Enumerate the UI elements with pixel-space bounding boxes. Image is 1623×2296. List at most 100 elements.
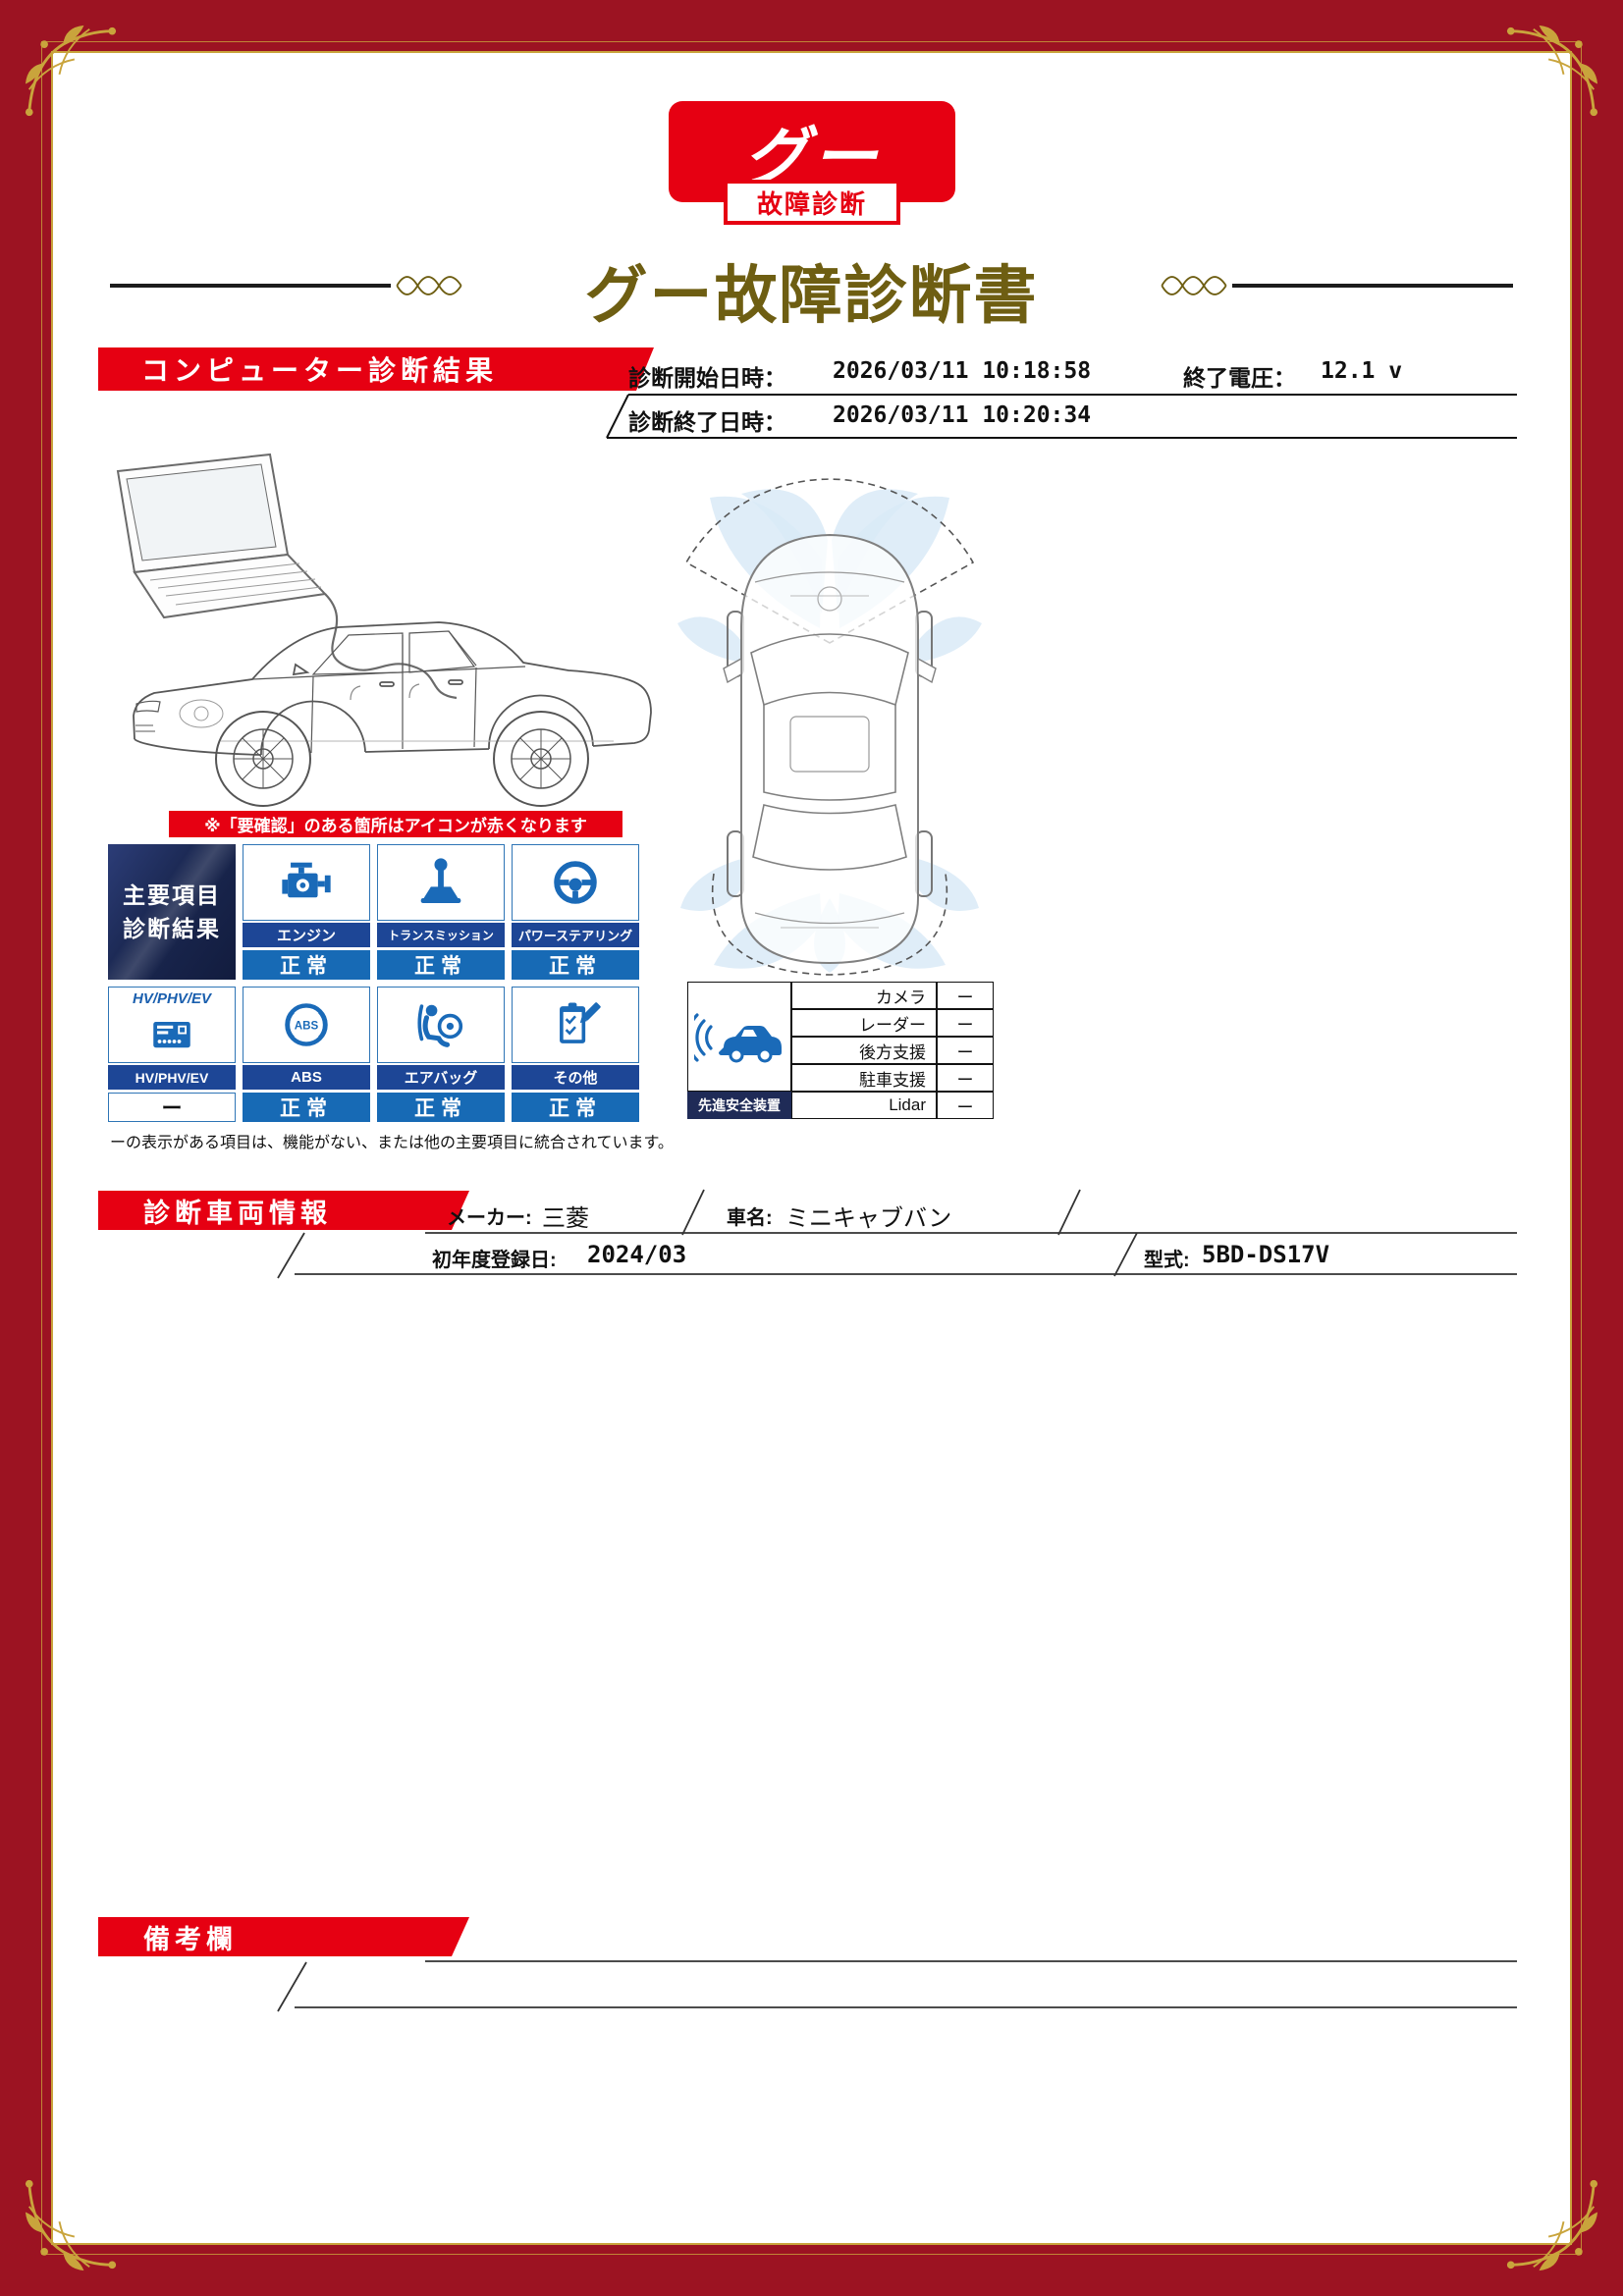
start-datetime-value: 2026/03/11 10:18:58	[833, 358, 1092, 384]
car-topview-sensor-illustration	[677, 478, 982, 976]
red-warning-note: ※「要確認」のある箇所はアイコンが赤くなります	[169, 811, 622, 837]
transmission-status: 正常	[377, 950, 505, 980]
result-cell-engine: エンジン 正常	[243, 844, 370, 980]
corner-ornament	[1505, 24, 1599, 118]
hv-phv-ev-status: ー	[108, 1093, 236, 1122]
title-flourish-right	[1160, 272, 1228, 299]
hv-phv-ev-icon	[153, 1022, 190, 1048]
transmission-icon	[420, 858, 461, 904]
other-icon	[560, 1002, 601, 1043]
results-footnote: ーの表示がある項目は、機能がない、または他の主要項目に統合されています。	[110, 1135, 674, 1151]
end-voltage-label: 終了電圧：	[1183, 365, 1296, 391]
vehicle-info-banner-label: 診断車両情報	[143, 1198, 332, 1228]
power-steering-icon-box	[512, 844, 639, 921]
hv-phv-ev-title: HV/PHV/EV	[132, 990, 212, 1007]
power-steering-status: 正常	[512, 950, 639, 980]
computer-diagnosis-banner: コンピューター診断結果	[98, 347, 654, 391]
page-title: グー故障診断書	[584, 260, 1039, 331]
svg-text:ABS: ABS	[295, 1019, 319, 1032]
airbag-status: 正常	[377, 1093, 505, 1122]
title-flourish-left	[395, 272, 463, 299]
safety-icon-cell	[687, 982, 791, 1092]
power-steering-label: パワーステアリング	[512, 923, 639, 947]
other-label: その他	[512, 1065, 639, 1090]
first-registration-label: 初年度登録日:	[432, 1250, 557, 1271]
laptop-illustration	[116, 453, 328, 619]
engine-label: エンジン	[243, 923, 370, 947]
red-warning-note-text: ※「要確認」のある箇所はアイコンが赤くなります	[204, 817, 587, 835]
engine-icon	[282, 862, 331, 898]
safety-row-lidar-value: ー	[937, 1092, 994, 1119]
result-cell-other: その他 正常	[512, 987, 639, 1122]
safety-row-camera-value: ー	[937, 982, 994, 1009]
computer-diagnosis-banner-label: コンピューター診断結果	[141, 355, 499, 386]
end-voltage-value: 12.1 v	[1321, 358, 1403, 384]
safety-row-radar-name: レーダー	[791, 1009, 937, 1037]
rear-sensor-outline	[711, 873, 948, 976]
other-status: 正常	[512, 1093, 639, 1122]
abs-icon: ABS	[285, 1003, 328, 1046]
safety-row-rear-support-name: 後方支援	[791, 1037, 937, 1064]
corner-ornament	[24, 2178, 118, 2272]
abs-status: 正常	[243, 1093, 370, 1122]
title-rule-right	[1232, 284, 1513, 288]
maker-value: 三菱	[542, 1205, 589, 1232]
result-cell-hv-phv-ev: HV/PHV/EV HV/PHV/EV ー	[108, 987, 236, 1122]
other-icon-box	[512, 987, 639, 1063]
safety-car-icon	[694, 1013, 782, 1063]
safety-row-parking-support-value: ー	[937, 1064, 994, 1092]
airbag-icon-box	[377, 987, 505, 1063]
transmission-label: トランスミッション	[377, 923, 505, 947]
remarks-banner: 備考欄	[98, 1917, 469, 1956]
vehicle-info-banner: 診断車両情報	[98, 1191, 469, 1230]
remarks-banner-label: 備考欄	[143, 1924, 238, 1954]
result-cell-transmission: トランスミッション 正常	[377, 844, 505, 980]
goo-logo-subtitle: 故障診断	[756, 188, 867, 219]
main-results-header-line2: 診断結果	[123, 916, 221, 941]
goo-logo: グー	[669, 101, 955, 202]
transmission-icon-box	[377, 844, 505, 921]
car-name-label: 車名:	[727, 1207, 773, 1229]
end-datetime-label: 診断終了日時：	[628, 409, 786, 435]
maker-label: メーカー:	[447, 1207, 532, 1229]
model-code-label: 型式:	[1144, 1250, 1190, 1271]
diagnosis-underlines	[606, 394, 1517, 439]
obd-diagnosis-illustration	[116, 453, 652, 807]
airbag-icon	[417, 1004, 463, 1047]
abs-label: ABS	[243, 1065, 370, 1090]
engine-icon-box	[243, 844, 370, 921]
main-results-header: 主要項目 診断結果	[108, 844, 236, 980]
hv-phv-ev-icon-box	[108, 987, 236, 1063]
car-wheels	[215, 711, 589, 807]
goo-logo-subtitle-box: 故障診断	[724, 180, 900, 225]
corner-ornament	[1505, 2178, 1599, 2272]
corner-ornament	[24, 24, 118, 118]
obd-cable	[324, 593, 458, 700]
main-results-header-line1: 主要項目	[123, 881, 221, 908]
remarks-rules	[277, 1960, 1517, 2012]
abs-icon-box: ABS	[243, 987, 370, 1063]
title-rule-left	[110, 284, 391, 288]
safety-devices-label: 先進安全装置	[687, 1092, 791, 1119]
safety-row-parking-support-name: 駐車支援	[791, 1064, 937, 1092]
engine-status: 正常	[243, 950, 370, 980]
report-sheet	[41, 41, 1582, 2255]
airbag-label: エアバッグ	[377, 1065, 505, 1090]
first-registration-value: 2024/03	[587, 1241, 687, 1268]
safety-row-radar-value: ー	[937, 1009, 994, 1037]
safety-row-rear-support-value: ー	[937, 1037, 994, 1064]
safety-row-camera-name: カメラ	[791, 982, 937, 1009]
model-code-value: 5BD-DS17V	[1202, 1241, 1330, 1268]
car-side-view	[133, 621, 652, 756]
car-name-value: ミニキャブバン	[785, 1205, 952, 1232]
result-cell-abs: ABS ABS 正常	[243, 987, 370, 1122]
result-cell-airbag: エアバッグ 正常	[377, 987, 505, 1122]
power-steering-icon	[554, 861, 597, 904]
vehicle-info-rules	[277, 1189, 1517, 1279]
end-datetime-value: 2026/03/11 10:20:34	[833, 402, 1092, 428]
start-datetime-label: 診断開始日時：	[628, 365, 786, 391]
result-cell-power-steering: パワーステアリング 正常	[512, 844, 639, 980]
safety-row-lidar-name: Lidar	[791, 1092, 937, 1119]
hv-phv-ev-label: HV/PHV/EV	[108, 1065, 236, 1090]
